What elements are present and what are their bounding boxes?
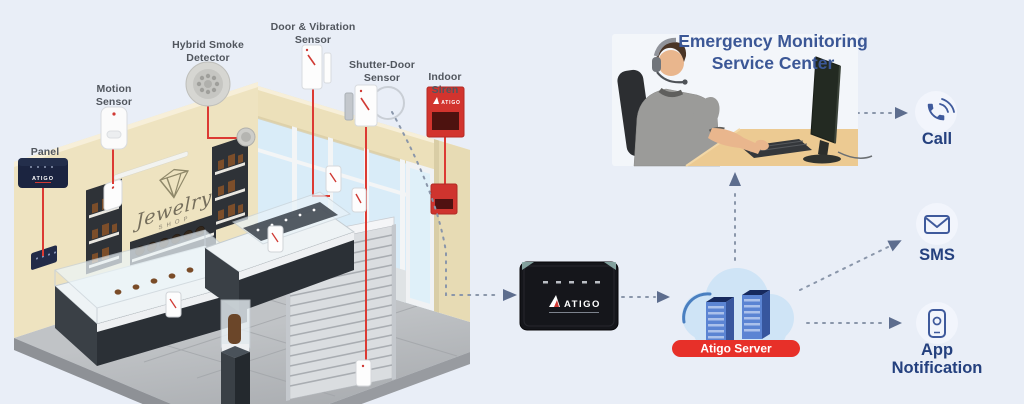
- shutter-bottom-sensor: [355, 359, 372, 387]
- window-sensor: [325, 165, 342, 193]
- motion-sensor-device: [100, 106, 128, 150]
- shutter-door-sensor-label: Shutter-Door Sensor: [349, 59, 415, 84]
- headset: [652, 37, 688, 85]
- server-towers: [706, 290, 770, 346]
- arrow-gateway-to-cloud: [621, 291, 670, 303]
- sms-icon: [916, 203, 958, 245]
- panel-device: ATIGO: [18, 158, 68, 188]
- door-vibration-sensor-device: [301, 44, 332, 90]
- display-counter: [203, 191, 356, 312]
- shutter-door-sensor-device: [344, 84, 405, 127]
- operator-arm: [708, 128, 762, 154]
- window-sensor: [351, 187, 367, 213]
- cloud-server: Atigo Server: [672, 268, 800, 357]
- operator-hand: [755, 139, 769, 151]
- motion-sensor-label: Motion Sensor: [95, 83, 133, 108]
- arrow-cloud-to-app: [806, 317, 902, 329]
- hybrid-smoke-detector-label: Hybrid Smoke Detector: [172, 39, 244, 64]
- counter-sensor: [165, 291, 182, 318]
- indoor-siren-device: ATIGO: [426, 86, 465, 138]
- store-illustration: Jewelry SHOP: [14, 44, 470, 404]
- operator-photo: [612, 34, 873, 167]
- siren-brand: ATIGO: [441, 100, 460, 106]
- sms-label: SMS: [919, 246, 955, 264]
- counter-sensor: [267, 225, 284, 253]
- gateway-device: ATIGO: [519, 261, 619, 331]
- ceiling-smoke-detector: [236, 127, 256, 147]
- diamond-logo: [159, 168, 189, 199]
- atigo-server-badge-label: Atigo Server: [700, 342, 772, 356]
- pedestal-display: [220, 299, 251, 404]
- panel-brand: ATIGO: [32, 176, 54, 182]
- app-notification-label: App Notification: [891, 341, 983, 378]
- wall-display-shelf: [212, 135, 248, 232]
- indoor-siren-label: Indoor Siren: [428, 71, 462, 96]
- arrow-cloud-to-sms: [799, 240, 902, 291]
- call-label: Call: [921, 130, 953, 148]
- door-vibration-sensor-label: Door & Vibration Sensor: [270, 21, 356, 46]
- operator-head: [658, 50, 684, 76]
- alarm-panel-keypad: [31, 245, 57, 270]
- operator: [633, 37, 725, 167]
- cloud-shape: [682, 268, 794, 344]
- call-icon: [915, 91, 957, 133]
- app-notification-icon: [916, 302, 958, 344]
- gateway-brand: ATIGO: [564, 299, 601, 310]
- operator-hair: [656, 41, 687, 64]
- monitoring-center-title: Emergency Monitoring Service Center: [678, 31, 868, 73]
- glass-door: [406, 160, 434, 312]
- monitor: [803, 56, 873, 164]
- atigo-server-badge: Atigo Server: [672, 340, 800, 357]
- arrow-cloud-to-center: [729, 172, 741, 261]
- panel-label: Panel: [30, 146, 60, 158]
- smoke-detector-device: [185, 61, 231, 107]
- wireless-link-arrow: [391, 111, 517, 301]
- indoor-siren-inner-unit: [430, 183, 458, 215]
